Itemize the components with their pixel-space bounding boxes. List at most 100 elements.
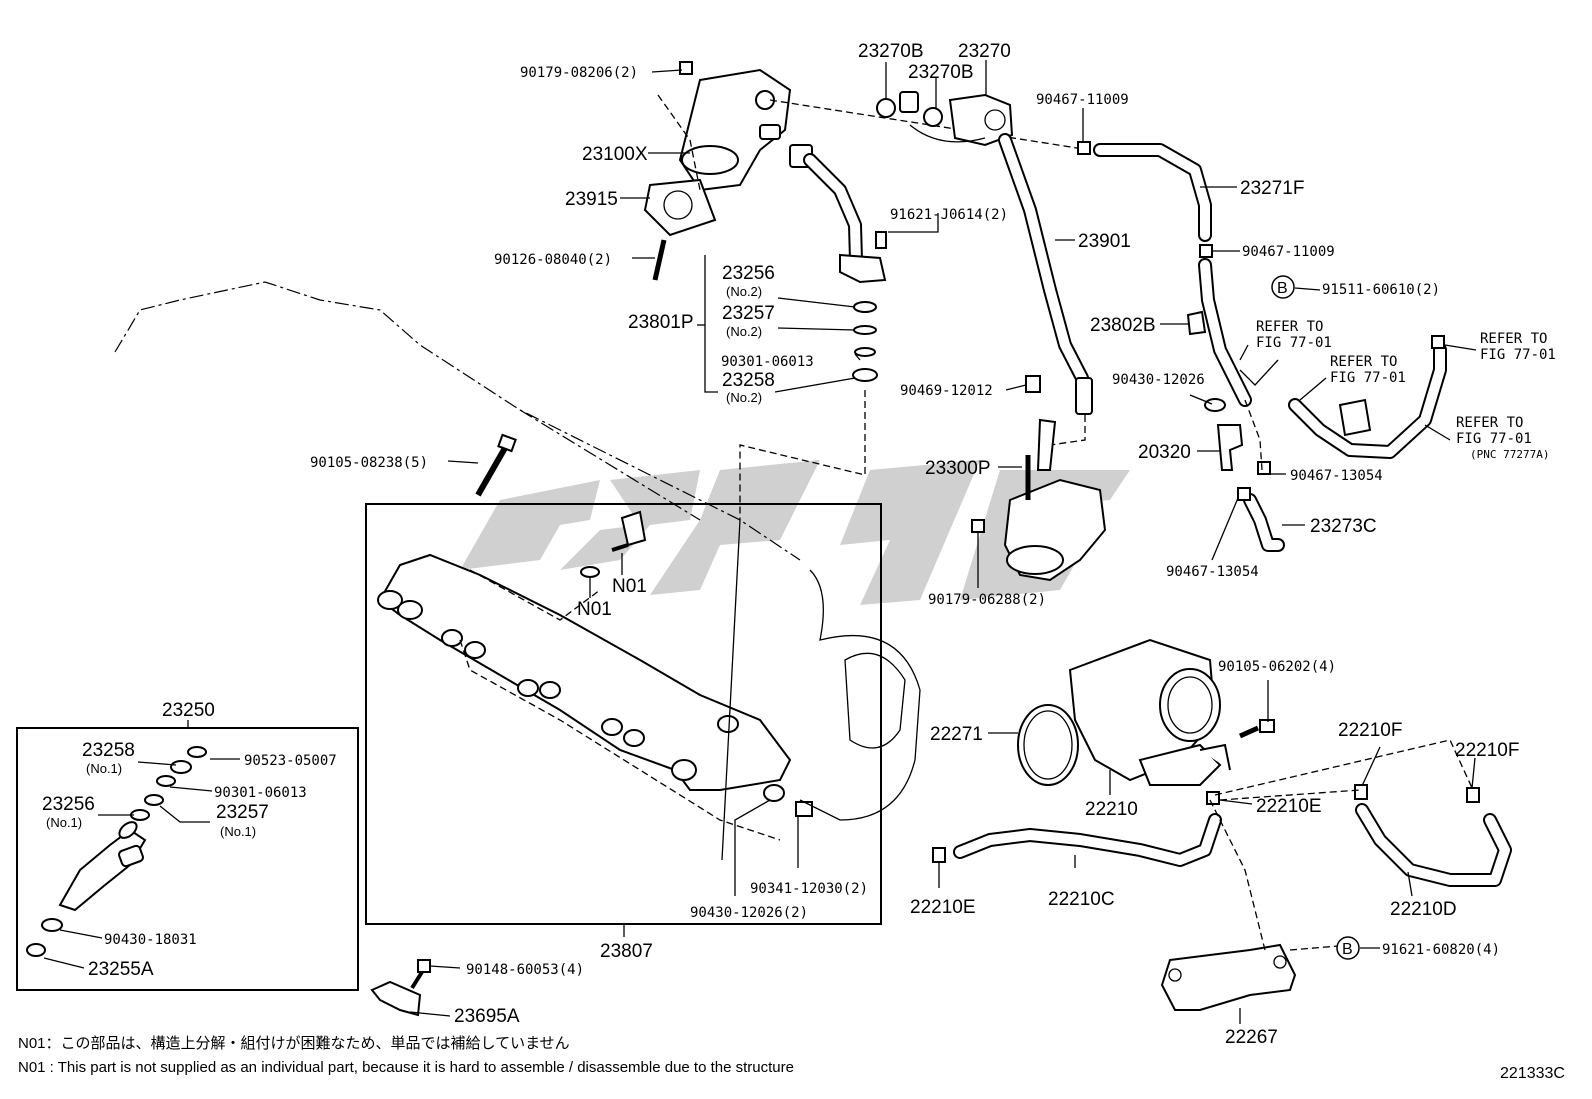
label-90469-12012: 90469-12012 <box>900 383 993 399</box>
leader-lines <box>43 60 1476 1024</box>
injector-23250 <box>58 821 147 912</box>
label-23271f: 23271F <box>1240 178 1304 199</box>
refer-1-line1: REFER TO <box>1256 319 1323 335</box>
label-22210f-a: 22210F <box>1338 720 1402 741</box>
label-23695a: 23695A <box>454 1006 520 1027</box>
label-23257-no1-sub: (No.1) <box>220 824 256 839</box>
label-23258-no2-sub: (No.2) <box>726 390 762 405</box>
label-20320: 20320 <box>1138 442 1191 463</box>
label-23250: 23250 <box>162 700 215 721</box>
clip-22210e-left <box>932 847 946 863</box>
refer-4-line3: (PNC 77277A) <box>1470 448 1549 461</box>
clip-90467-13054-a <box>1257 461 1271 475</box>
label-90467-13054-b: 90467-13054 <box>1166 564 1259 580</box>
clip-90469-12012 <box>1025 375 1041 393</box>
sensor-n01 <box>611 510 647 552</box>
hose-23273c <box>1243 493 1285 552</box>
gasket-23257-no1 <box>144 794 164 806</box>
label-22210f-b: 22210F <box>1455 740 1519 761</box>
label-23257-no2-sub: (No.2) <box>726 324 762 339</box>
label-23100x: 23100X <box>582 144 648 165</box>
label-90467-11009-a: 90467-11009 <box>1036 92 1129 108</box>
gasket-23258-no2 <box>852 368 878 382</box>
clip-90523-05007 <box>187 746 207 758</box>
refer-2-line1: REFER TO <box>1330 354 1397 370</box>
gasket-n01 <box>580 566 600 578</box>
label-23256-no1: 23256 <box>42 794 95 815</box>
label-23257-no2: 23257 <box>722 303 775 324</box>
label-22210e-a: 22210E <box>1256 796 1322 817</box>
stud-90126-08040 <box>652 239 667 281</box>
note-n01-english: N01 : This part is not supplied as an in… <box>18 1059 794 1076</box>
label-90301-06013-a: 90301-06013 <box>721 354 814 370</box>
label-90467-11009-b: 90467-11009 <box>1242 244 1335 260</box>
clip-22210f-right <box>1466 787 1480 803</box>
label-23273c: 23273C <box>1310 516 1377 537</box>
refer-4-line2: FIG 77-01 <box>1456 431 1532 447</box>
label-23807: 23807 <box>600 941 653 962</box>
label-90126-08040: 90126-08040(2) <box>494 252 612 268</box>
label-23258-no2: 23258 <box>722 370 775 391</box>
regulator-23270 <box>876 91 1014 147</box>
collar-90430-12026 <box>763 784 785 802</box>
refer-2-line2: FIG 77-01 <box>1330 370 1406 386</box>
bolt-90179-08206 <box>679 61 693 75</box>
label-91621-j0614: 91621-J0614(2) <box>890 207 1008 223</box>
label-23270b-a: 23270B <box>858 41 924 62</box>
clip-top-right <box>1431 335 1445 349</box>
vsv-bracket <box>1338 398 1372 437</box>
label-90148-60053: 90148-60053(4) <box>466 962 584 978</box>
label-90430-18031: 90430-18031 <box>104 932 197 948</box>
o-ring-90301-06013-b <box>156 775 176 787</box>
clip-90467-11009-b <box>1199 244 1213 258</box>
callout-labels: 23270B 23270 23270B 90179-08206(2) 23100… <box>42 41 1519 1048</box>
bolt-90179-06288 <box>971 519 985 533</box>
label-23257-no1: 23257 <box>216 802 269 823</box>
label-90341-12030: 90341-12030(2) <box>750 881 868 897</box>
label-23270: 23270 <box>958 41 1011 62</box>
label-22210e-b: 22210E <box>910 897 976 918</box>
label-23915: 23915 <box>565 189 618 210</box>
watermark-logo <box>460 460 1130 605</box>
hose-23901 <box>998 133 1093 415</box>
clip-22210f-left <box>1354 784 1368 800</box>
pipe-23802b <box>1186 258 1252 407</box>
label-23255a: 23255A <box>88 959 154 980</box>
clip-90467-13054-b <box>1237 487 1251 501</box>
gasket-22271 <box>1017 704 1079 786</box>
label-n01-b: N01 <box>577 599 612 620</box>
label-22210c: 22210C <box>1048 889 1115 910</box>
label-23300p: 23300P <box>925 458 991 479</box>
hose-23271f <box>1093 143 1212 242</box>
refer-labels: REFER TO FIG 77-01 REFER TO FIG 77-01 RE… <box>1239 319 1556 461</box>
label-90430-12026-a: 90430-12026 <box>1112 372 1205 388</box>
gasket-90430-12026-a <box>1204 398 1226 412</box>
throttle-body-22210 <box>1068 638 1231 786</box>
label-90467-13054-a: 90467-13054 <box>1290 468 1383 484</box>
label-23256-no2: 23256 <box>722 263 775 284</box>
label-22271: 22271 <box>930 724 983 745</box>
gasket-23258-no1 <box>170 760 192 774</box>
label-90179-08206: 90179-08206(2) <box>520 65 638 81</box>
clip-22210e-right <box>1206 791 1220 805</box>
insulator-90430-18031 <box>41 918 63 932</box>
label-23258-no1-sub: (No.1) <box>86 761 122 776</box>
bracket-22267 <box>1160 943 1297 1011</box>
vsv-20320 <box>1216 424 1244 471</box>
gasket-23257-no2 <box>853 325 877 335</box>
note-n01-japanese: N01：この部品は、構造上分解・組付けが困難なため、単品では補給していません <box>18 1035 570 1052</box>
label-22210d: 22210D <box>1390 899 1457 920</box>
label-90105-06202: 90105-06202(4) <box>1218 659 1336 675</box>
bolt-mark-label: B <box>1277 280 1288 297</box>
figure-code: 221333C <box>1500 1065 1565 1082</box>
label-90105-08238: 90105-08238(5) <box>310 455 428 471</box>
bolt-90105-08238 <box>475 433 517 497</box>
label-23270b-b: 23270B <box>908 62 974 83</box>
label-91511-60610: 91511-60610(2) <box>1322 282 1440 298</box>
label-90523-05007: 90523-05007 <box>244 753 337 769</box>
refer-3-line2: FIG 77-01 <box>1480 347 1556 363</box>
refer-4-line1: REFER TO <box>1456 415 1523 431</box>
delivery-pipe-23807 <box>377 553 792 791</box>
clip-90467-11009-a <box>1077 141 1091 155</box>
